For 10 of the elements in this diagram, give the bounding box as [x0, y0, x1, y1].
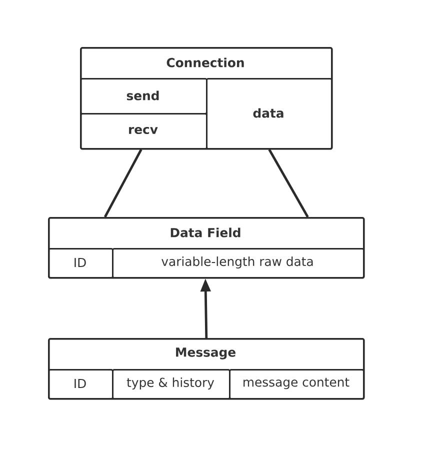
field-cell: message content — [229, 369, 364, 400]
field-cell: recv — [80, 113, 208, 150]
field-cell: variable-length raw data — [112, 248, 364, 278]
connector-line — [104, 148, 142, 218]
field-cell: send — [80, 78, 208, 114]
field-cell: ID — [48, 369, 114, 400]
connector-line — [268, 148, 309, 218]
field-cell: ID — [48, 248, 114, 278]
field-cell: type & history — [112, 369, 230, 400]
field-cell: data — [206, 78, 332, 150]
